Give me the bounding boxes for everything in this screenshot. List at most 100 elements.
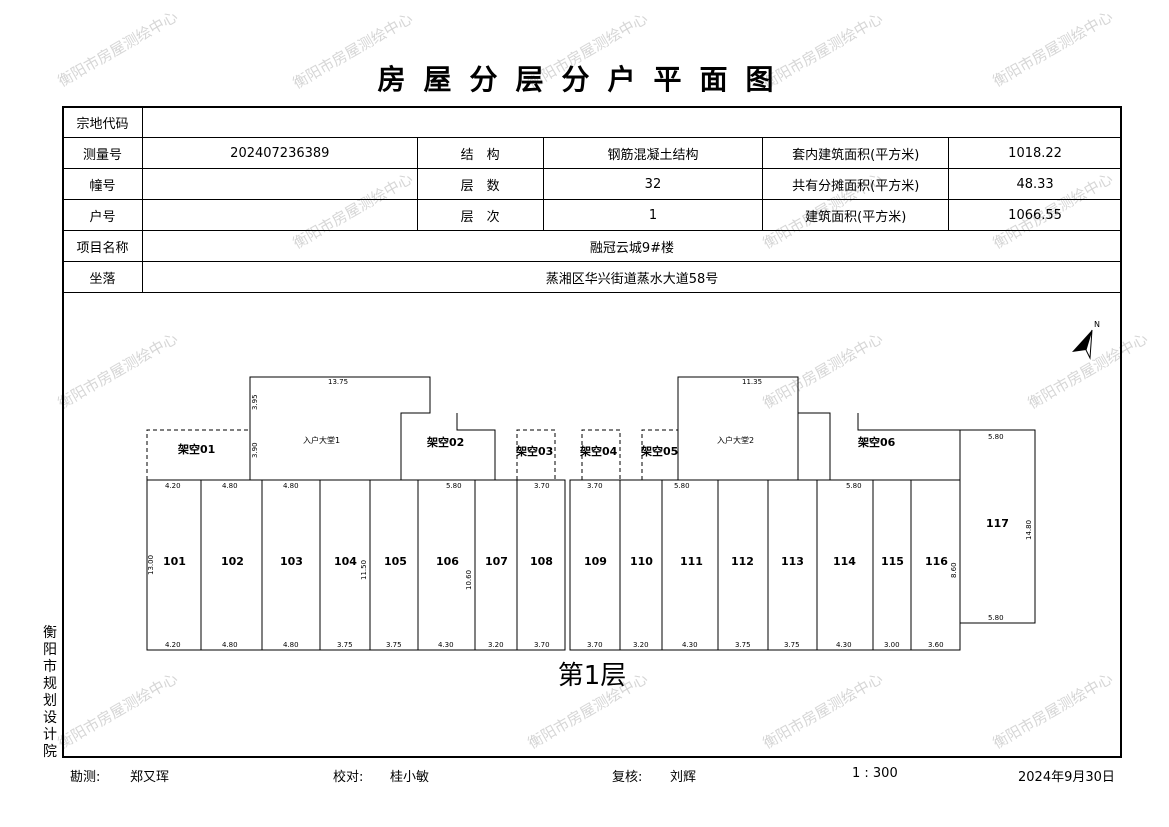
dim-label: 3.90 xyxy=(251,442,259,458)
scale: 1 : 300 xyxy=(852,766,898,781)
dim-label: 4.80 xyxy=(222,482,238,490)
unit-101-label: 101 xyxy=(163,555,186,568)
zhuang-value xyxy=(141,168,418,200)
dim-label: 3.95 xyxy=(251,394,259,410)
celiang-label: 测量号 xyxy=(62,137,143,169)
lobby-1-label: 入户大堂1 xyxy=(303,435,340,445)
unit-108-label: 108 xyxy=(530,555,553,568)
dim-label: 11.35 xyxy=(742,378,762,386)
void-02-solid xyxy=(400,413,496,481)
void-02-label: 架空02 xyxy=(426,435,464,449)
dim-label: 3.20 xyxy=(488,641,504,649)
gongtan-value: 48.33 xyxy=(948,168,1122,200)
unit-110-label: 110 xyxy=(630,555,653,568)
unit-117-label: 117 xyxy=(986,517,1009,530)
dim-label: 3.70 xyxy=(587,482,603,490)
dim-label: 4.30 xyxy=(836,641,852,649)
org-name: 衡阳市规划设计院 xyxy=(43,625,57,760)
unit-103-label: 103 xyxy=(280,555,303,568)
unit-117-outline xyxy=(959,429,1036,624)
dim-label: 13.00 xyxy=(147,555,155,575)
unit-104-label: 104 xyxy=(334,555,357,568)
dim-label: 4.20 xyxy=(165,641,181,649)
void-06-label: 架空06 xyxy=(857,435,896,449)
dim-label: 3.75 xyxy=(386,641,402,649)
unit-107-label: 107 xyxy=(485,555,508,568)
unit-109-label: 109 xyxy=(584,555,607,568)
taonei-value: 1018.22 xyxy=(948,137,1122,169)
void-01-outline xyxy=(146,429,250,480)
dim-label: 4.30 xyxy=(438,641,454,649)
dim-label: 3.75 xyxy=(735,641,751,649)
dim-label: 5.80 xyxy=(846,482,862,490)
dim-label: 3.75 xyxy=(784,641,800,649)
floor-label: 第1层 xyxy=(558,661,627,691)
north-arrow-icon: N xyxy=(1072,320,1100,360)
fuhe-label: 复核: xyxy=(612,770,643,785)
zuoluo-value: 蒸湘区华兴街道蒸水大道58号 xyxy=(141,261,1123,293)
dim-label: 3.70 xyxy=(534,641,550,649)
void-04-outline xyxy=(581,429,621,480)
date: 2024年9月30日 xyxy=(1018,770,1115,785)
dim-label: 3.70 xyxy=(534,482,550,490)
unit-111-label: 111 xyxy=(680,555,703,568)
dim-label: 8.60 xyxy=(950,562,958,578)
gongtan-label: 共有分摊面积(平方米) xyxy=(762,168,950,200)
dim-label: 5.80 xyxy=(988,433,1004,441)
dim-label: 4.30 xyxy=(682,641,698,649)
cengshu-value: 32 xyxy=(542,168,764,200)
unit-102-label: 102 xyxy=(221,555,244,568)
void-05-label: 架空05 xyxy=(640,444,678,458)
dim-label: 13.75 xyxy=(328,378,348,386)
dim-label: 5.80 xyxy=(674,482,690,490)
lobby-2-label: 入户大堂2 xyxy=(717,435,754,445)
dim-label: 3.75 xyxy=(337,641,353,649)
fuhe-value: 刘辉 xyxy=(670,770,697,785)
xiangmu-label: 项目名称 xyxy=(62,230,143,262)
jianzhu-label: 建筑面积(平方米) xyxy=(762,199,950,231)
dim-label: 4.20 xyxy=(165,482,181,490)
void-04-label: 架空04 xyxy=(579,444,618,458)
unit-116-label: 116 xyxy=(925,555,948,568)
dim-label: 10.60 xyxy=(465,570,473,590)
dim-label: 14.80 xyxy=(1025,520,1033,540)
dim-label: 4.80 xyxy=(283,641,299,649)
jiegou-label: 结 构 xyxy=(416,137,544,169)
jianzhu-value: 1066.55 xyxy=(948,199,1122,231)
info-table: 宗地代码 测量号 202407236389 结 构 钢筋混凝土结构 套内建筑面积… xyxy=(62,106,1123,293)
zhuang-label: 幢号 xyxy=(62,168,143,200)
lobby-2-outline xyxy=(677,376,831,480)
dim-label: 4.80 xyxy=(283,482,299,490)
zuoluo-label: 坐落 xyxy=(62,261,143,293)
taonei-label: 套内建筑面积(平方米) xyxy=(762,137,950,169)
jiaodui-label: 校对: xyxy=(333,770,364,785)
unit-114-label: 114 xyxy=(833,555,856,568)
north-label: N xyxy=(1094,320,1100,329)
kance-value: 郑又珲 xyxy=(130,770,170,785)
unit-112-label: 112 xyxy=(731,555,754,568)
unit-105-label: 105 xyxy=(384,555,407,568)
unit-108-outline xyxy=(516,479,566,651)
void-03-label: 架空03 xyxy=(515,444,553,458)
hu-label: 户号 xyxy=(62,199,143,231)
page-title: 房屋分层分户平面图 xyxy=(377,63,792,96)
unit-106-label: 106 xyxy=(436,555,459,568)
dim-label: 3.00 xyxy=(884,641,900,649)
dim-label: 3.70 xyxy=(587,641,603,649)
lobby-1-outline xyxy=(249,376,431,480)
unit-115-label: 115 xyxy=(881,555,904,568)
void-05-outline xyxy=(641,429,678,480)
unit-113-label: 113 xyxy=(781,555,804,568)
dim-label: 4.80 xyxy=(222,641,238,649)
dim-label: 3.20 xyxy=(633,641,649,649)
dim-label: 11.50 xyxy=(360,560,368,580)
jiaodui-value: 桂小敏 xyxy=(390,770,430,785)
void-03-outline xyxy=(516,429,556,480)
dim-label: 5.80 xyxy=(446,482,462,490)
dim-label: 5.80 xyxy=(988,614,1004,622)
void-01-label: 架空01 xyxy=(177,442,215,456)
void-06-solid xyxy=(797,413,961,481)
kance-label: 勘测: xyxy=(70,770,101,785)
dim-label: 3.60 xyxy=(928,641,944,649)
